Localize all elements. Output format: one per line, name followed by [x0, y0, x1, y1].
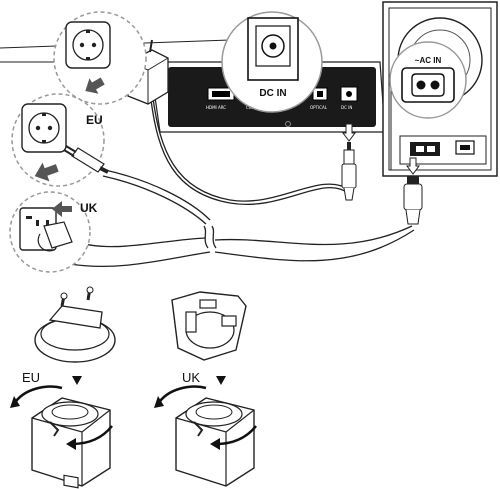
arrow-head: [10, 396, 20, 408]
cable-break-marks: [203, 225, 217, 249]
dc-in-callout-label: DC IN: [259, 88, 286, 99]
optical-port: OPTICAL: [310, 87, 328, 110]
arrow-up-ac: [406, 157, 420, 175]
rotate-arrow-left-eu: [12, 385, 63, 405]
uk-plug: [37, 221, 73, 252]
eu-adapter-head: [34, 286, 116, 363]
uk-plug-label: UK: [80, 201, 98, 215]
ac-plug: [403, 176, 423, 225]
arrow-into-uk-socket: [52, 201, 72, 217]
eu-wall-socket-icon: [21, 103, 67, 153]
ac-in-port: [410, 142, 440, 156]
uk-socket-callout: UK: [9, 191, 98, 273]
hdmi-label: HDMI ARC: [206, 105, 226, 110]
down-triangle-icon: [216, 376, 226, 385]
arrow-into-eu-socket: [34, 162, 59, 182]
uk-adapter-head: [171, 291, 247, 361]
subwoofer: ~AC IN: [382, 1, 498, 177]
eu-socket-callout: EU: [11, 93, 109, 187]
eu-wall-socket-icon: [65, 21, 111, 69]
eu-adapter-label: EU: [22, 370, 40, 385]
ac-in-callout: ~AC IN: [389, 41, 467, 119]
dc-in-port: DC IN: [340, 86, 358, 110]
down-triangle-icon: [72, 376, 82, 385]
rotate-arrow-left-uk: [156, 385, 207, 405]
eu-plug-label: EU: [86, 113, 103, 127]
arrow-head: [154, 396, 164, 408]
optical-label: OPTICAL: [310, 105, 328, 110]
dc-in-callout: DC IN: [221, 11, 323, 113]
eu-socket-callout-top: [53, 11, 147, 105]
arrow-head: [210, 438, 220, 450]
screw-icon: [285, 121, 291, 127]
arrow-head: [66, 438, 76, 450]
arrow-into-socket-top: [85, 77, 105, 94]
rotate-arrow-right-eu: [71, 425, 113, 446]
cables: [69, 97, 415, 267]
dc-plug: [341, 142, 357, 201]
arrow-up-dc: [342, 123, 356, 142]
ac-in-callout-label: ~AC IN: [415, 56, 442, 65]
uk-adapter-label: UK: [182, 370, 200, 385]
eu-plug: [63, 145, 109, 174]
dc-port-label: DC IN: [341, 105, 352, 110]
rotate-arrow-right-uk: [215, 425, 257, 446]
